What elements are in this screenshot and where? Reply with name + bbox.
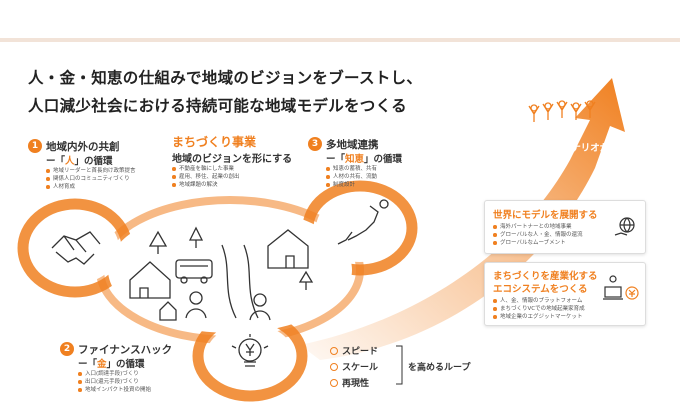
section1-heading: 地域内外の共創 bbox=[46, 141, 120, 153]
card1-list: 海外パートナーとの地域事業 グローバルな人・金、情報の還流 グローバルなムーブメ… bbox=[493, 223, 582, 247]
list-item: 制度設計 bbox=[326, 181, 377, 189]
section2-number: 2 bbox=[60, 342, 74, 356]
list-item: 雇用、移住、起業の創出 bbox=[172, 173, 240, 181]
headline-line1: 人・金・知恵の仕組みで地域のビジョンをブーストし、 bbox=[28, 69, 423, 87]
headline-line2: 人口減少社会における持続可能な地域モデルをつくる bbox=[28, 97, 407, 115]
list-item: 人材の共有、流動 bbox=[326, 173, 377, 181]
top-band bbox=[0, 38, 680, 42]
list-item: 不動産を軸にした事業 bbox=[172, 165, 240, 173]
list-item: 海外パートナーとの地域事業 bbox=[493, 223, 582, 231]
center-list: 不動産を軸にした事業 雇用、移住、起業の創出 地域課題の解決 bbox=[172, 165, 240, 189]
card2-list: 人、金、情報のプラットフォーム まちづくりVCでの地域起業家育成 地域企業のエグ… bbox=[493, 297, 585, 321]
list-item: グローバルなムーブメント bbox=[493, 239, 582, 247]
section1-number: 1 bbox=[28, 139, 42, 153]
list-item: 地域企業のエグジットマーケット bbox=[493, 313, 585, 321]
list-item: 人材育成 bbox=[46, 183, 136, 191]
list-item: 出口(還元手段)づくり bbox=[78, 378, 151, 386]
vision-banner-line1: 地域からハッピーシナリオが bbox=[486, 143, 610, 154]
town-illustration bbox=[129, 226, 314, 321]
people-group-icon bbox=[528, 100, 596, 122]
loop-label: を高めるループ bbox=[408, 363, 471, 373]
list-item: 人、金、情報のプラットフォーム bbox=[493, 297, 585, 305]
section2-list: 入口(調達手段)づくり 出口(還元手段)づくり 地域インパクト投資の開始 bbox=[78, 370, 151, 394]
section3-number: 3 bbox=[308, 137, 322, 151]
card-global-expansion: 世界にモデルを展開する 海外パートナーとの地域事業 グローバルな人・金、情報の還… bbox=[484, 200, 646, 254]
loop-item-reproducibility: 再現性 bbox=[330, 376, 369, 389]
list-item: まちづくりVCでの地域起業家育成 bbox=[493, 305, 585, 313]
section1-subheading: ー「人」の循環 bbox=[46, 156, 113, 167]
section1-list: 地域リーダーと首長向け政策提言 関係人口のコミュニティづくり 人材育成 bbox=[46, 167, 136, 191]
section2-subheading: ー「金」の循環 bbox=[78, 359, 145, 370]
list-item: 地域リーダーと首長向け政策提言 bbox=[46, 167, 136, 175]
vision-banner-line2: 溢れる世界 bbox=[486, 158, 534, 169]
list-item: 地域課題の解決 bbox=[172, 181, 240, 189]
list-item: 入口(調達手段)づくり bbox=[78, 370, 151, 378]
japan-map-icon bbox=[337, 199, 389, 245]
loop-item-scale: スケール bbox=[330, 360, 378, 373]
card2-title-line1: まちづくりを産業化する bbox=[493, 271, 598, 282]
section2-heading: ファイナンスハック bbox=[78, 344, 173, 356]
loop-item-speed: スピード bbox=[330, 344, 378, 357]
list-item: 地域インパクト投資の開始 bbox=[78, 386, 151, 394]
card2-title-line2: エコシステムをつくる bbox=[493, 284, 588, 295]
section3-subheading: ー「知恵」の循環 bbox=[326, 154, 403, 165]
section3-list: 知恵の蓄積、共有 人材の共有、流動 制度設計 bbox=[326, 165, 377, 189]
list-item: 知恵の蓄積、共有 bbox=[326, 165, 377, 173]
lightbulb-yen-icon bbox=[231, 334, 269, 367]
handshake-icon bbox=[51, 231, 101, 265]
person-laptop-yen-icon bbox=[603, 275, 639, 300]
globe-hand-icon bbox=[614, 217, 635, 236]
list-item: 関係人口のコミュニティづくり bbox=[46, 175, 136, 183]
card1-title: 世界にモデルを展開する bbox=[493, 210, 598, 221]
section3-heading: 多地域連携 bbox=[326, 139, 379, 151]
center-title: まちづくり事業 bbox=[172, 135, 257, 149]
loop-bracket bbox=[396, 345, 403, 385]
center-subtitle: 地域のビジョンを形にする bbox=[172, 154, 293, 165]
list-item: グローバルな人・金、情報の還流 bbox=[493, 231, 582, 239]
card-ecosystem: まちづくりを産業化する エコシステムをつくる 人、金、情報のプラットフォーム ま… bbox=[484, 262, 646, 326]
